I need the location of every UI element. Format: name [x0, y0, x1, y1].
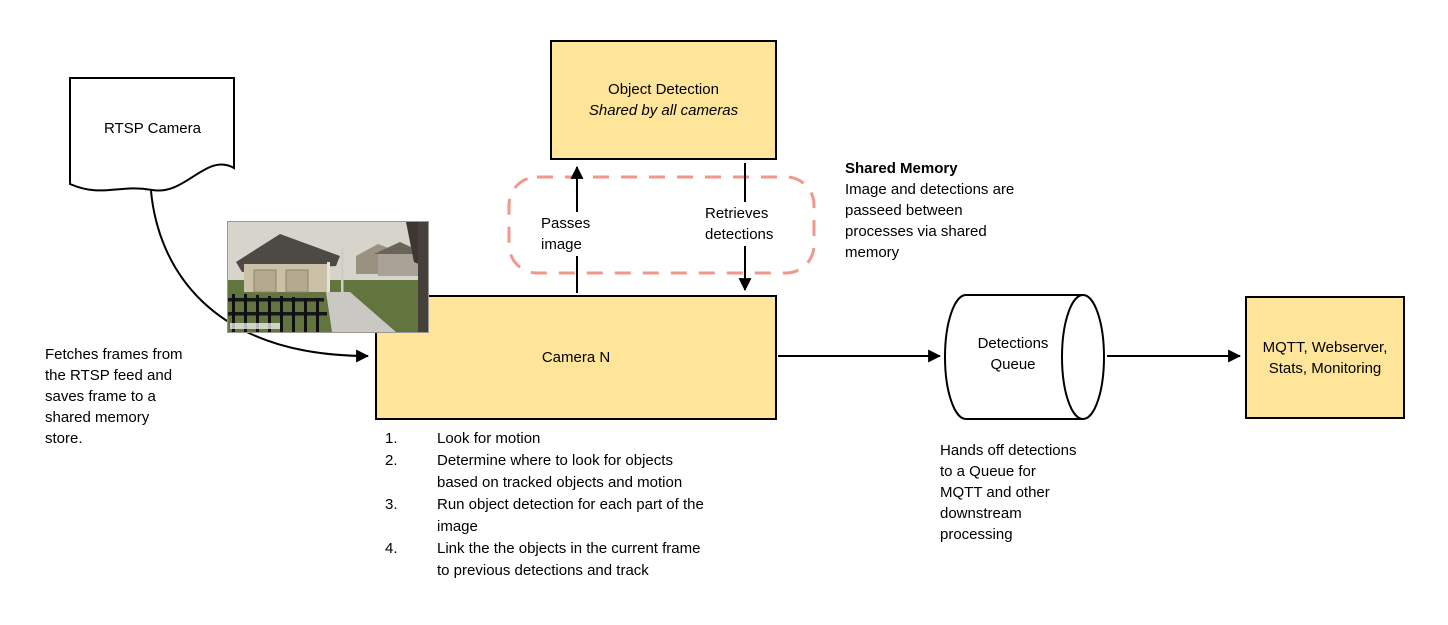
- step-text: Run object detection for each part of th…: [437, 496, 704, 535]
- step-number: 2.: [385, 452, 398, 469]
- outputs-node: MQTT, Webserver, Stats, Monitoring: [1245, 296, 1405, 419]
- step-text: Look for motion: [437, 430, 541, 447]
- camera-step: 2. Determine where to look for objects b…: [385, 450, 785, 494]
- outputs-label: MQTT, Webserver, Stats, Monitoring: [1262, 338, 1388, 377]
- shared-memory-note-title: Shared Memory: [845, 160, 958, 177]
- step-text: Link the the objects in the current fram…: [437, 540, 701, 579]
- retrieves-detections-label: Retrieves detections: [702, 202, 777, 246]
- shared-memory-note-body: Image and detections are passeed between…: [845, 181, 1015, 261]
- camera-snapshot-image: [227, 221, 429, 333]
- step-number: 3.: [385, 496, 398, 513]
- shared-memory-note: Shared Memory Image and detections are p…: [845, 158, 1060, 263]
- object-detection-node: Object Detection Shared by all cameras: [550, 40, 777, 160]
- detections-queue-label: Detections Queue: [977, 335, 1049, 373]
- camera-step: 4. Link the the objects in the current f…: [385, 538, 785, 582]
- camera-step: 1. Look for motion: [385, 428, 785, 450]
- queue-note: Hands off detections to a Queue for MQTT…: [940, 442, 1077, 543]
- camera-n-label: Camera N: [541, 349, 611, 366]
- step-number: 4.: [385, 540, 398, 557]
- passes-image-label: Passes image: [538, 212, 594, 256]
- step-number: 1.: [385, 430, 398, 447]
- step-text: Determine where to look for objects base…: [437, 452, 683, 491]
- object-detection-title: Object Detection: [608, 81, 719, 98]
- camera-n-node: Camera N: [375, 295, 777, 420]
- detections-queue-cap: [1061, 294, 1105, 420]
- fetch-note: Fetches frames from the RTSP feed and sa…: [45, 346, 183, 447]
- object-detection-subtitle: Shared by all cameras: [588, 102, 739, 119]
- camera-step: 3. Run object detection for each part of…: [385, 494, 785, 538]
- rtsp-camera-label: RTSP Camera: [104, 120, 201, 137]
- camera-steps-list: 1. Look for motion 2. Determine where to…: [385, 428, 785, 582]
